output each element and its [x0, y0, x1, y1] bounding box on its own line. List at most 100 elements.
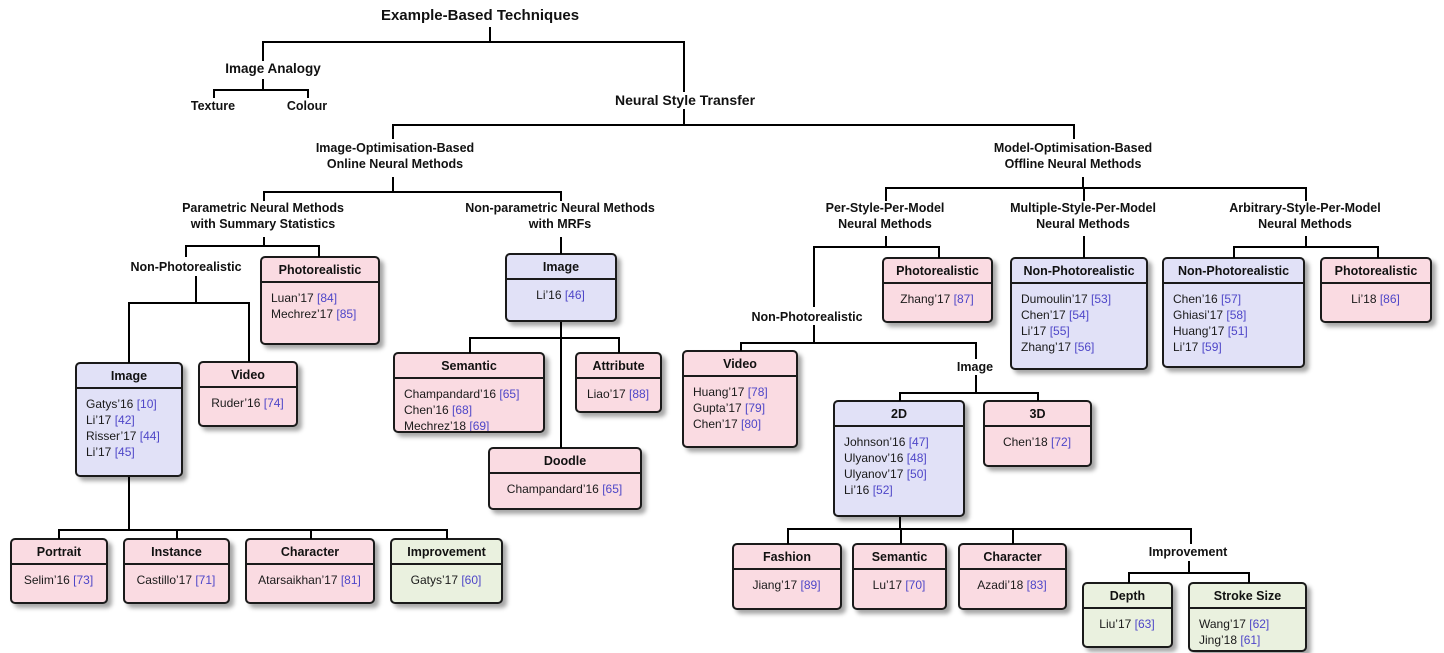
connector-line — [262, 41, 685, 43]
connector-line — [900, 528, 902, 544]
connector-line — [128, 302, 130, 363]
node-title: Attribute — [577, 354, 660, 379]
citation: Chen’16 [57] — [1173, 292, 1242, 306]
node-non-photorealistic-arbitrary: Non-Photorealistic Chen’16 [57] Ghiasi’17… — [1162, 257, 1305, 368]
citation: Johnson’16 [47] — [844, 435, 929, 449]
node-citations: Dumoulin’17 [53]Chen’17 [54]Li’17 [55]Zh… — [1012, 284, 1146, 355]
node-title: Non-Photorealistic — [1164, 259, 1303, 284]
connector-line — [1233, 246, 1235, 258]
connector-line — [1128, 572, 1250, 574]
connector-line — [1305, 187, 1307, 201]
connector-line — [195, 276, 197, 304]
node-portrait: Portrait Selim’16 [73] — [10, 538, 108, 604]
node-citations: Jiang’17 [89] — [734, 570, 840, 593]
connector-line — [1190, 528, 1192, 544]
citation: Castillo’17 [71] — [136, 573, 216, 587]
node-semantic-mrf: Semantic Champandard’16 [65]Chen’16 [68]… — [393, 352, 545, 433]
node-character-left: Character Atarsaikhan’17 [81] — [245, 538, 375, 604]
citation: Ghiasi’17 [58] — [1173, 308, 1247, 322]
node-photorealistic-per-style: Photorealistic Zhang’17 [87] — [882, 257, 993, 323]
citation: Ulyanov’16 [48] — [844, 451, 927, 465]
citation: Gatys’16 [10] — [86, 397, 157, 411]
node-citations: Luan’17 [84]Mechrez’17 [85] — [262, 283, 378, 322]
connector-line — [1305, 236, 1307, 247]
label-image-per-style: Image — [956, 360, 994, 374]
node-citations: Zhang’17 [87] — [884, 284, 991, 307]
label-line: Arbitrary-Style-Per-Model — [1229, 201, 1381, 215]
citation: Risser’17 [44] — [86, 429, 160, 443]
connector-line — [938, 246, 940, 258]
connector-line — [740, 342, 977, 344]
connector-line — [683, 109, 685, 125]
label-texture: Texture — [190, 99, 236, 113]
connector-line — [975, 342, 977, 359]
citation: Jing’18 [61] — [1199, 633, 1261, 647]
label-line: Online Neural Methods — [326, 157, 464, 171]
node-image-mrf: Image Li’16 [46] — [505, 253, 617, 322]
citation: Azadi’18 [83] — [977, 578, 1047, 592]
connector-line — [392, 124, 1075, 126]
node-citations: Chen’18 [72] — [985, 427, 1090, 450]
page-title: Example-Based Techniques — [380, 7, 580, 24]
node-title: Portrait — [12, 540, 106, 565]
node-citations: Gatys’17 [60] — [392, 565, 501, 588]
node-citations: Ruder’16 [74] — [200, 388, 296, 411]
node-stroke-size: Stroke Size Wang’17 [62]Jing’18 [61] — [1188, 582, 1307, 652]
label-line: Parametric Neural Methods — [182, 201, 344, 215]
node-2d: 2D Johnson’16 [47]Ulyanov’16 [48]Ulyanov… — [833, 400, 965, 517]
connector-line — [392, 177, 394, 192]
citation: Atarsaikhan’17 [81] — [258, 573, 361, 587]
label-line: Offline Neural Methods — [1004, 157, 1142, 171]
connector-line — [307, 89, 309, 98]
citation: Lu’17 [70] — [872, 578, 926, 592]
label-line: Model-Optimisation-Based — [993, 141, 1153, 155]
connector-line — [560, 191, 562, 201]
connector-line — [1082, 177, 1084, 188]
label-nonparametric-methods: Non-parametric Neural Methods with MRFs — [465, 200, 655, 232]
connector-line — [58, 529, 60, 539]
node-citations: Selim’16 [73] — [12, 565, 106, 588]
label-per-style-per-model: Per-Style-Per-Model Neural Methods — [826, 200, 945, 232]
connector-line — [787, 528, 789, 544]
citation: Dumoulin’17 [53] — [1021, 292, 1112, 306]
connector-line — [975, 375, 977, 393]
label-line: Non-parametric Neural Methods — [465, 201, 655, 215]
citation: Li’17 [45] — [86, 445, 135, 459]
connector-line — [58, 529, 448, 531]
connector-line — [262, 79, 264, 90]
node-title: Photorealistic — [1322, 259, 1430, 284]
citation: Li’16 [52] — [844, 483, 893, 497]
connector-line — [1083, 187, 1085, 201]
citation: Ruder’16 [74] — [211, 396, 284, 410]
connector-line — [885, 187, 887, 201]
connector-line — [446, 529, 448, 539]
connector-line — [248, 302, 250, 362]
connector-line — [310, 529, 312, 539]
node-photorealistic-parametric: Photorealistic Luan’17 [84]Mechrez’17 [8… — [260, 256, 380, 345]
node-citations: Chen’16 [57]Ghiasi’17 [58]Huang’17 [51]L… — [1164, 284, 1303, 355]
citation: Gupta’17 [79] — [693, 401, 766, 415]
label-multiple-style-per-model: Multiple-Style-Per-Model Neural Methods — [1010, 200, 1156, 232]
citation: Champandard’16 [65] — [404, 387, 520, 401]
label-arbitrary-style-per-model: Arbitrary-Style-Per-Model Neural Methods — [1229, 200, 1380, 232]
citation: Mechrez’17 [85] — [271, 307, 357, 321]
node-video-parametric: Video Ruder’16 [74] — [198, 361, 298, 427]
node-citations: Huang’17 [78]Gupta’17 [79]Chen’17 [80] — [684, 377, 796, 432]
label-image-analogy: Image Analogy — [225, 61, 321, 76]
connector-line — [1037, 392, 1039, 401]
label-non-photorealistic-parametric: Non-Photorealistic — [130, 260, 242, 274]
citation: Li’17 [42] — [86, 413, 135, 427]
label-image-optimisation: Image-Optimisation-Based Online Neural M… — [316, 140, 474, 172]
node-citations: Champandard’16 [65] — [490, 474, 640, 497]
connector-line — [213, 89, 215, 98]
node-title: Image — [507, 255, 615, 280]
label-line: Neural Methods — [1258, 217, 1352, 231]
citation: Chen’17 [54] — [1021, 308, 1090, 322]
citation: Chen’16 [68] — [404, 403, 473, 417]
node-citations: Gatys’16 [10] Li’17 [42] Risser’17 [44] Li’… — [77, 389, 181, 460]
node-title: Depth — [1084, 584, 1171, 609]
node-title: Fashion — [734, 545, 840, 570]
connector-line — [213, 89, 309, 91]
node-doodle: Doodle Champandard’16 [65] — [488, 447, 642, 510]
citation: Huang’17 [51] — [1173, 324, 1248, 338]
